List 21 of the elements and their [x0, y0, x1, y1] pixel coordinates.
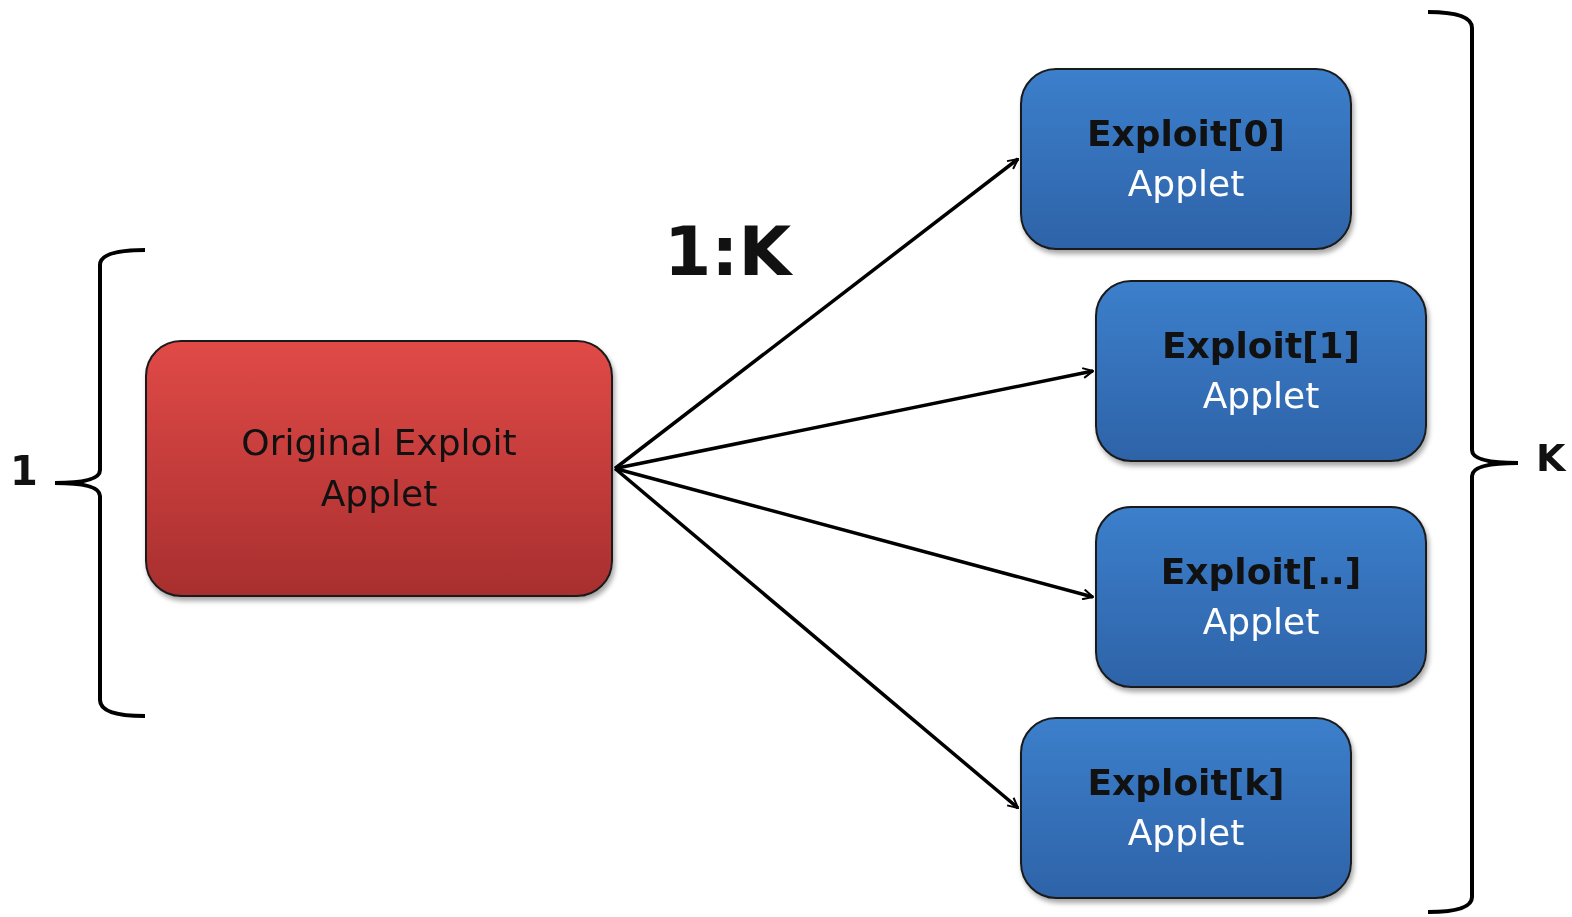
box-text: Applet	[1201, 600, 1321, 644]
exploit-box	[1020, 717, 1352, 899]
arrow	[614, 367, 1094, 471]
box-heading: Exploit[k]	[1087, 760, 1285, 805]
exploit-box	[1095, 506, 1427, 688]
arrow	[614, 466, 1094, 601]
box-text: Original Exploit Applet	[240, 421, 518, 516]
box-text: Applet	[1126, 162, 1246, 206]
box-heading: Exploit[..]	[1160, 549, 1362, 594]
bracket-label: 1	[10, 448, 38, 494]
box-text: Applet	[1126, 811, 1246, 855]
exploit-box	[1020, 68, 1352, 250]
bracket-label: K	[1536, 436, 1566, 480]
arrow	[613, 467, 1020, 810]
arrow	[613, 157, 1020, 470]
box-heading: Exploit[1]	[1161, 323, 1361, 368]
ratio-label: 1:K	[664, 212, 792, 291]
box-heading: Exploit[0]	[1086, 111, 1286, 156]
box-text: Applet	[1201, 374, 1321, 418]
source-box	[145, 340, 613, 597]
exploit-box	[1095, 280, 1427, 462]
